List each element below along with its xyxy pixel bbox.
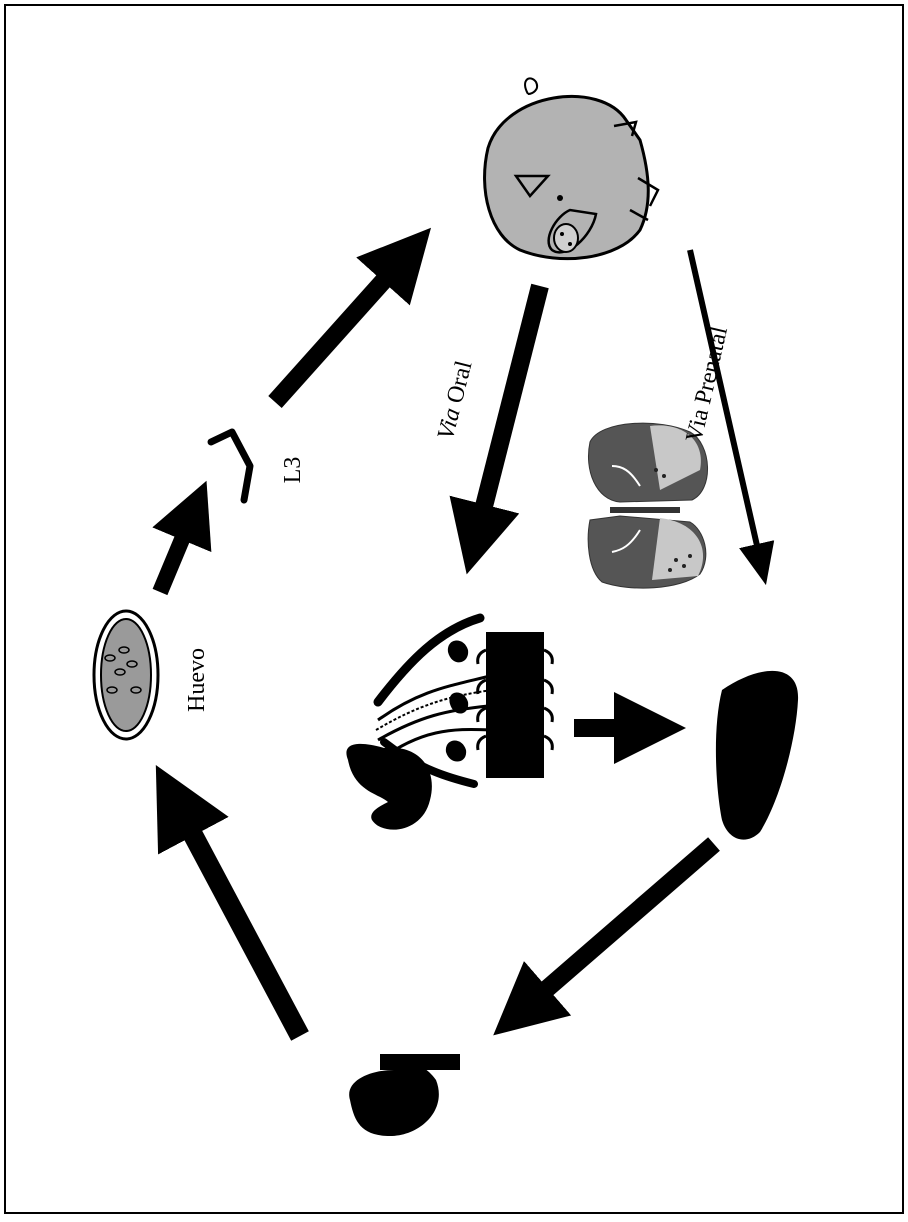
arrow-larva-to-pig — [275, 268, 395, 402]
larva-icon — [211, 432, 250, 500]
oral-route-label: Via Oral — [433, 358, 478, 442]
arrow-liver-to-kidney — [534, 844, 714, 1000]
arrow-oral-route — [480, 286, 540, 522]
diagram-frame — [5, 5, 903, 1213]
egg-icon — [94, 611, 158, 739]
egg-label: Huevo — [184, 648, 210, 712]
pig-icon — [485, 78, 658, 258]
liver-icon — [716, 671, 798, 840]
oral-route-suffix: Oral — [441, 358, 478, 412]
arrow-kidney-to-egg — [184, 818, 300, 1036]
larva-label: L3 — [280, 457, 306, 484]
kidneys-icon — [346, 744, 460, 1136]
lungs-icon — [588, 423, 707, 588]
arrow-egg-to-larva — [160, 525, 188, 592]
prenatal-route-label: Via Prenatal — [681, 324, 733, 445]
